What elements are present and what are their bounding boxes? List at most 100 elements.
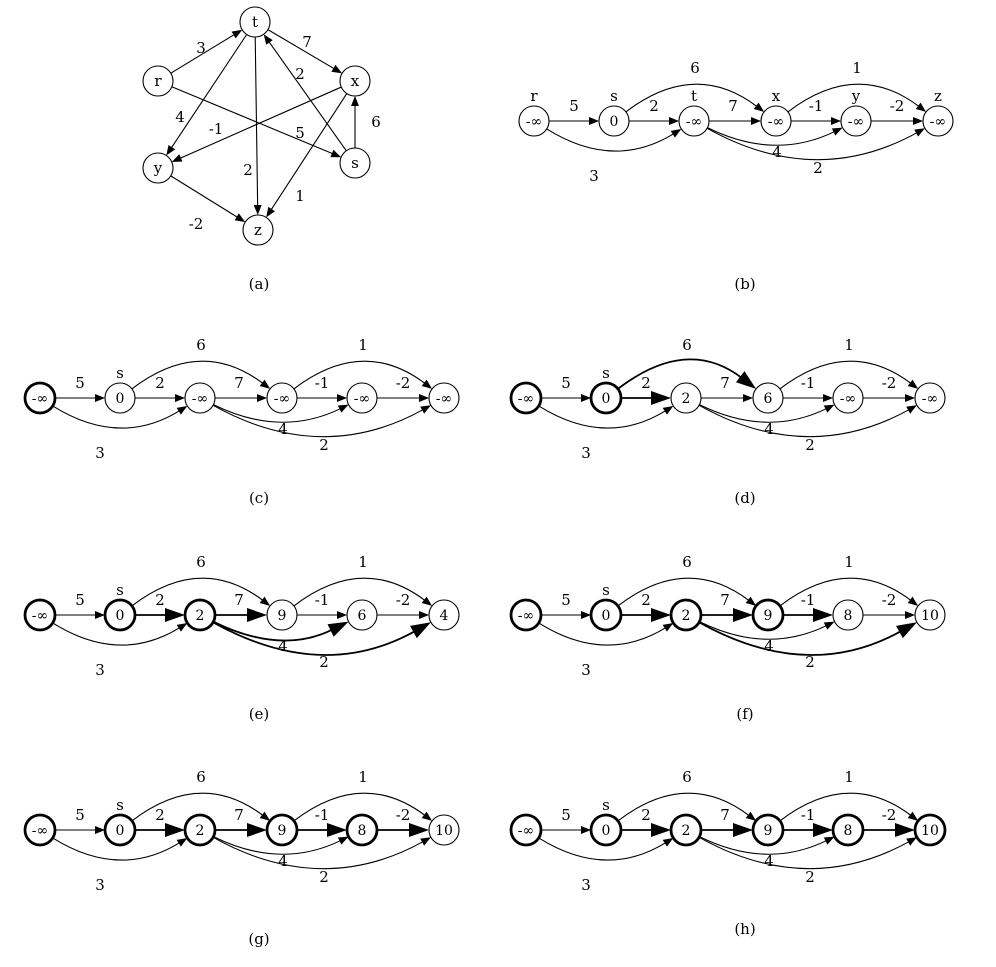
panel-c-edge-t-y xyxy=(213,404,342,423)
panel-d-edge-r-t-head xyxy=(662,405,674,415)
panel-c-edge-s-x xyxy=(131,360,265,390)
panel-c-edge-t-x-head xyxy=(257,394,267,402)
panel-h-edge-t-y-head xyxy=(823,836,835,845)
panel-f-weight-x-z: 1 xyxy=(844,553,854,571)
panel-b-edge-r-t-head xyxy=(670,128,682,138)
panel-h-edge-t-y xyxy=(699,836,828,855)
panel-c-weight-x-z: 1 xyxy=(358,336,368,354)
graph-a-edge-r-t xyxy=(170,33,236,74)
panel-c-edge-t-y-head xyxy=(337,404,349,413)
panel-e-edge-t-z-head xyxy=(410,622,431,639)
panel-g-edge-t-z-head xyxy=(420,837,431,846)
panel-h-weight-r-t: 3 xyxy=(581,876,591,894)
panel-e-edge-r-t xyxy=(52,622,181,646)
panel-b-weight-t-y: 4 xyxy=(772,143,782,161)
panel-d-value-r: -∞ xyxy=(518,391,534,407)
panel-f-value-y: 8 xyxy=(844,608,853,624)
panel-d-value-t: 2 xyxy=(682,391,691,407)
panel-h-edge-r-t xyxy=(538,837,667,861)
panel-f-weight-r-t: 3 xyxy=(581,661,591,679)
panel-f-edge-s-t-head xyxy=(651,608,671,622)
panel-c-edge-s-x-head xyxy=(259,379,271,389)
panel-c-weight-r-t: 3 xyxy=(95,444,105,462)
graph-a-vertex-label-x: x xyxy=(351,72,360,90)
graph-a-weight-r-t: 3 xyxy=(196,39,206,57)
panel-g-vertex-t xyxy=(183,813,217,847)
panel-b-weight-y-z: -2 xyxy=(890,97,905,115)
panel-h-edge-r-t-head xyxy=(662,837,674,847)
panel-b-name-y: y xyxy=(851,87,861,105)
panel-b-weight-t-z: 2 xyxy=(813,159,823,177)
graph-a-weight-t-x: 7 xyxy=(302,33,312,51)
panel-d-vertex-r xyxy=(509,381,543,415)
panel-b-edge-x-z-head xyxy=(915,102,927,112)
panel-c-edge-y-z-head xyxy=(419,394,429,402)
panel-f-value-r: -∞ xyxy=(518,608,534,624)
caption-d: (d) xyxy=(734,489,755,507)
panel-g-edge-r-t xyxy=(52,837,181,861)
panel-b-weight-x-z: 1 xyxy=(852,59,862,77)
panel-g-value-z: 10 xyxy=(435,823,453,839)
graph-a-edge-s-t-head xyxy=(263,34,273,45)
panel-c-value-t: -∞ xyxy=(192,391,208,407)
panel-g-edge-r-t-head xyxy=(176,837,188,847)
panel-f-value-s: 0 xyxy=(602,608,611,624)
graph-a-edge-r-s xyxy=(171,86,334,155)
graph-a-vertex-t xyxy=(239,6,271,38)
panel-f-name-s: s xyxy=(602,581,610,599)
panel-g-vertex-x xyxy=(265,813,299,847)
panel-c-weight-y-z: -2 xyxy=(396,374,411,392)
panel-b-weight-t-x: 7 xyxy=(728,97,738,115)
panel-f-edge-s-x-head xyxy=(745,596,757,606)
panel-d-value-z: -∞ xyxy=(922,391,938,407)
panel-b-edge-t-z-head xyxy=(914,128,925,137)
panel-b-edge-s-x xyxy=(625,83,759,113)
panel-f-weight-t-y: 4 xyxy=(764,637,774,655)
panel-c-weight-t-x: 7 xyxy=(234,374,244,392)
panel-b-vertex-x xyxy=(760,105,792,137)
graph-a-edge-t-z xyxy=(254,36,259,208)
panel-e-vertex-z xyxy=(428,599,460,631)
graph-a-vertex-label-y: y xyxy=(153,159,163,177)
panel-e-vertex-y xyxy=(346,599,378,631)
caption-e: (e) xyxy=(249,705,270,723)
panel-g-weight-s-x: 6 xyxy=(196,768,206,786)
graph-a-weight-t-y: 4 xyxy=(175,108,185,126)
panel-f-weight-s-t: 2 xyxy=(641,591,651,609)
panel-d-weight-s-x: 6 xyxy=(682,336,692,354)
panel-d-weight-r-s: 5 xyxy=(561,374,571,392)
panel-g-value-x: 9 xyxy=(278,823,287,839)
graph-a-edge-t-x-head xyxy=(331,64,343,74)
panel-f-weight-t-x: 7 xyxy=(720,591,730,609)
panel-d-value-x: 6 xyxy=(764,391,773,407)
panel-e-edge-t-z xyxy=(212,621,416,656)
graph-a-edge-y-z xyxy=(170,175,239,219)
panel-b-edge-s-t-head xyxy=(669,117,679,125)
panel-c-edge-r-s-head xyxy=(95,394,105,402)
panel-f-vertex-y xyxy=(832,599,864,631)
panel-d-name-s: s xyxy=(602,364,610,382)
panel-f-vertex-x xyxy=(751,598,785,632)
panel-e-vertex-x xyxy=(266,599,298,631)
panel-d-weight-s-t: 2 xyxy=(641,374,651,392)
panel-f-edge-s-x xyxy=(617,577,751,607)
panel-b-weight-r-s: 5 xyxy=(569,97,579,115)
panel-e-edge-t-y-head xyxy=(327,621,349,637)
panel-b-vertex-s xyxy=(598,105,630,137)
panel-c-edge-s-t-head xyxy=(175,394,185,402)
panel-d-vertex-y xyxy=(832,382,864,414)
panel-b-vertex-y xyxy=(840,105,872,137)
panel-g-vertex-s xyxy=(103,813,137,847)
panel-h-vertex-x xyxy=(751,813,785,847)
panel-d-vertex-x xyxy=(752,382,784,414)
panel-g-edge-s-t-head xyxy=(165,823,185,837)
panel-e-edge-y-z-head xyxy=(419,611,429,619)
panel-h-edge-s-x xyxy=(617,792,751,822)
panel-d-weight-r-t: 3 xyxy=(581,444,591,462)
panel-b-edge-t-z xyxy=(706,127,919,161)
panel-c-edge-t-z xyxy=(212,404,425,438)
panel-d-edge-t-y xyxy=(699,404,828,423)
panel-b-weight-s-x: 6 xyxy=(690,59,700,77)
panel-h-value-z: 10 xyxy=(921,823,939,839)
panel-g-name-s: s xyxy=(116,796,124,814)
